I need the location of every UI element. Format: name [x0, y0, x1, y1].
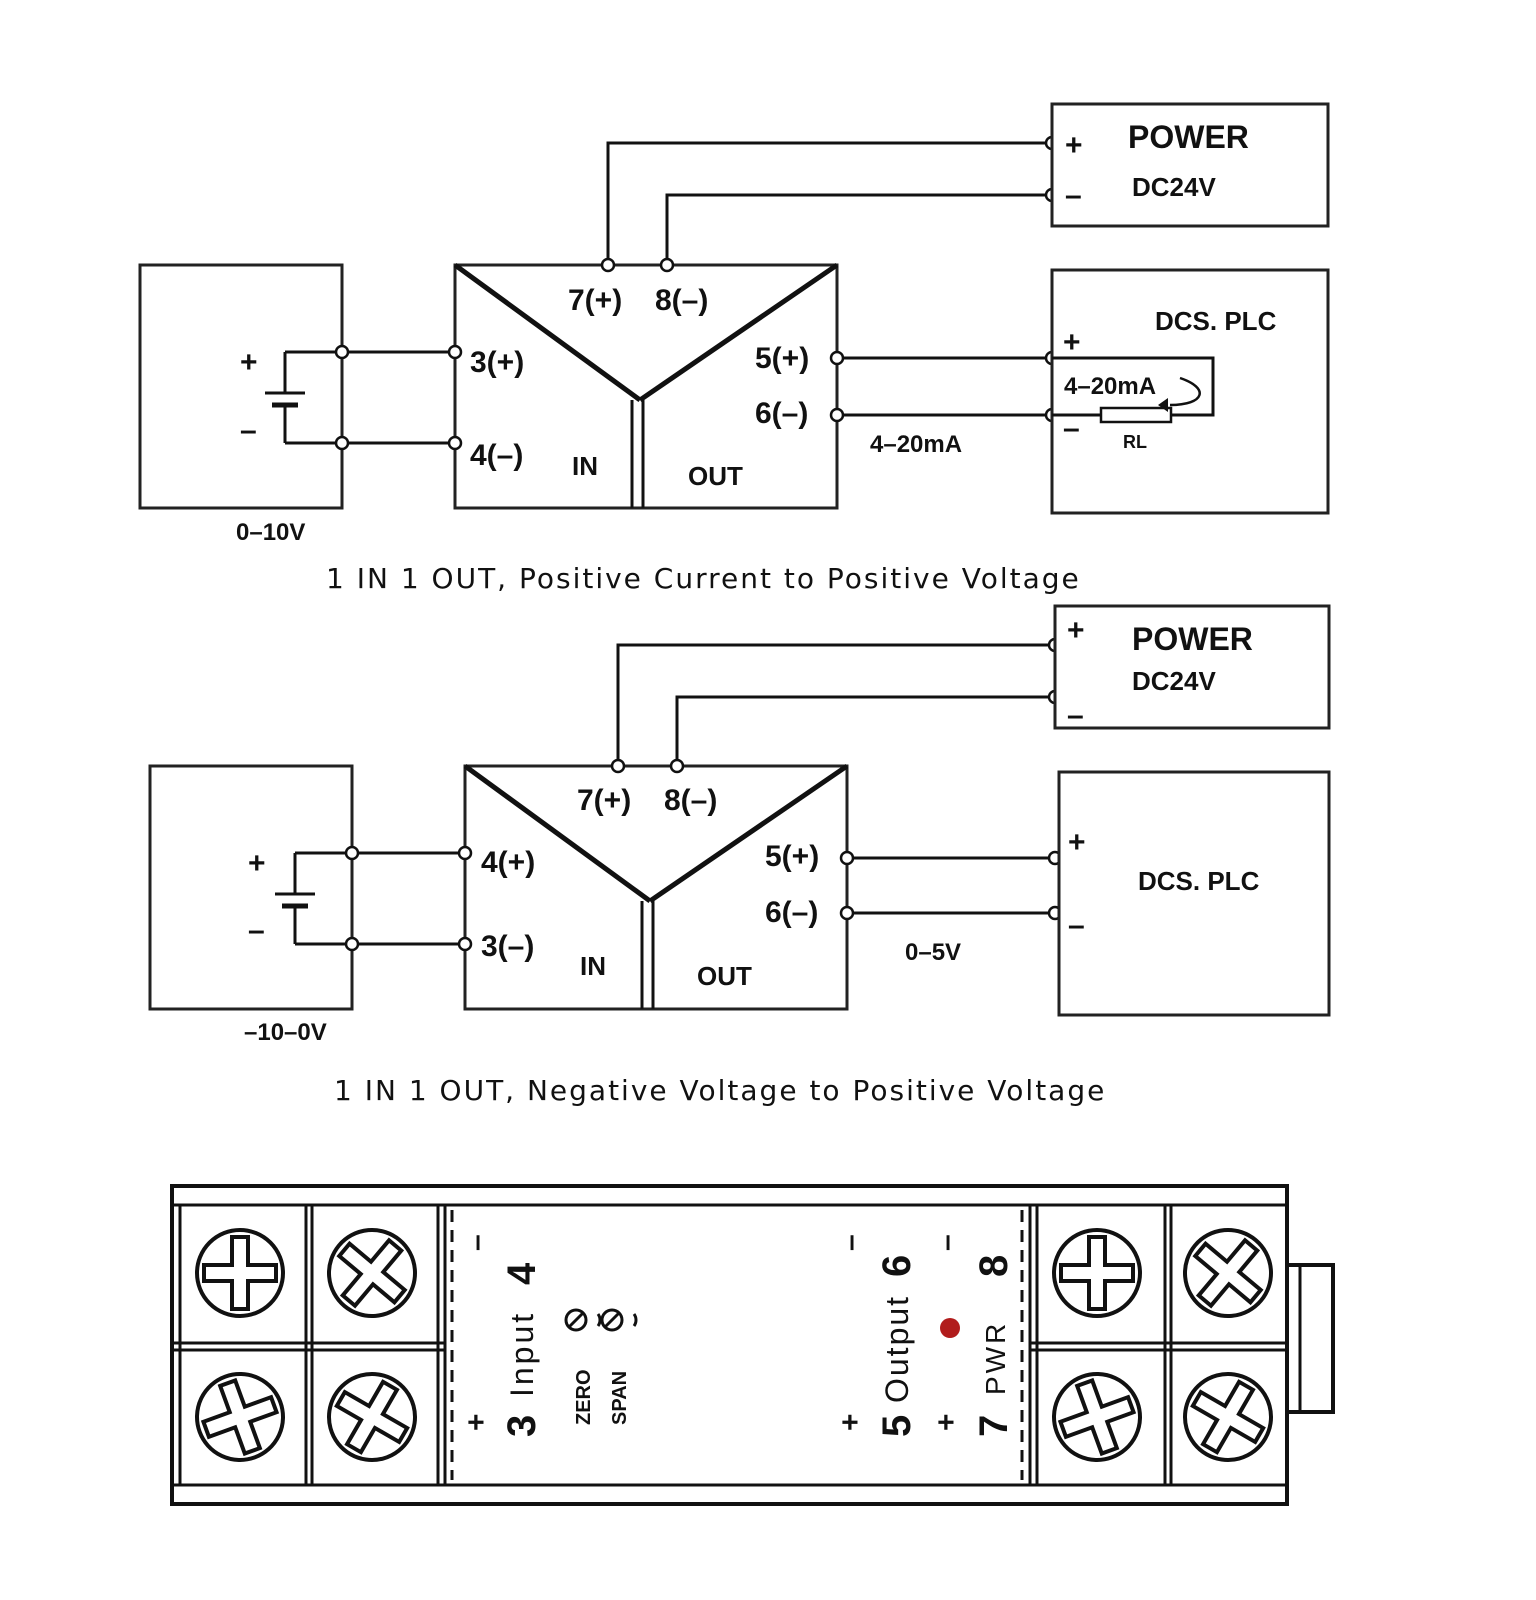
output-label: Output — [879, 1295, 915, 1403]
screw-terminal-8 — [1183, 1372, 1273, 1462]
source-box-2 — [148, 764, 354, 1011]
signal-label-1: 4–20mA — [870, 431, 962, 458]
power-title-1: POWER — [1128, 119, 1249, 155]
screw-terminal-2 — [327, 1228, 417, 1318]
source-range-2: –10–0V — [244, 1019, 327, 1046]
source-box-1 — [138, 263, 344, 510]
power-plus-1: + — [1065, 129, 1083, 162]
power-plus-2: + — [1067, 614, 1085, 647]
power-minus-1: – — [1065, 179, 1082, 212]
input-neg-label-1: 4(–) — [470, 439, 523, 472]
rail-clip — [1287, 1263, 1335, 1414]
power-title-2: POWER — [1132, 621, 1253, 657]
output-neg-label-2: 6(–) — [765, 896, 818, 929]
out-label-1: OUT — [688, 461, 743, 491]
battery-plus-1: + — [240, 346, 258, 379]
source-range-1: 0–10V — [236, 519, 305, 546]
plc-minus-2: – — [1068, 909, 1085, 942]
diagram-1: + – 0–10V 7(+) 8(–) 3(+) 4(–) 5(+) 6(–) … — [138, 102, 1330, 595]
pwr-label: PWR — [980, 1321, 1011, 1395]
screw-terminal-5 — [1052, 1228, 1142, 1318]
plc-title-1: DCS. PLC — [1155, 306, 1277, 336]
loop-label-1: 4–20mA — [1064, 373, 1156, 400]
pin7-label-1: 7(+) — [568, 284, 622, 317]
screw-terminal-7 — [1052, 1372, 1142, 1462]
pwr-minus-sign: – — [930, 1234, 963, 1251]
power-led-indicator — [940, 1318, 960, 1338]
pin8-label-2: 8(–) — [664, 784, 717, 817]
transmitter-module-2 — [463, 763, 849, 1011]
zero-potentiometer-icon[interactable] — [564, 1308, 602, 1332]
plc-plus-2: + — [1068, 826, 1086, 859]
terminal-block-right — [1028, 1205, 1287, 1485]
power-voltage-1: DC24V — [1132, 172, 1216, 202]
signal-label-2: 0–5V — [905, 939, 961, 966]
screw-terminal-1 — [195, 1228, 285, 1318]
transmitter-module-1 — [453, 262, 839, 510]
power-box-2 — [1053, 604, 1331, 730]
plc-box-1 — [1050, 268, 1330, 515]
pwr-plus-sign: + — [930, 1413, 963, 1431]
load-resistor-1 — [1099, 406, 1173, 424]
pin8-label-1: 8(–) — [655, 284, 708, 317]
input-minus-sign: – — [460, 1234, 493, 1251]
battery-minus-1: – — [240, 414, 257, 447]
input-pos-label-2: 4(+) — [481, 846, 535, 879]
terminal-8-label: 8 — [972, 1255, 1016, 1277]
caption-1: 1 IN 1 OUT, Positive Current to Positive… — [326, 562, 1081, 595]
output-pos-label-1: 5(+) — [755, 342, 809, 375]
input-neg-label-2: 3(–) — [481, 930, 534, 963]
battery-minus-2: – — [248, 914, 265, 947]
wires-2 — [352, 643, 1055, 946]
wires-1 — [342, 141, 1052, 445]
screw-terminal-3 — [195, 1372, 285, 1462]
output-minus-sign: – — [834, 1234, 867, 1251]
pin7-label-2: 7(+) — [577, 784, 631, 817]
zero-label: ZERO — [573, 1369, 595, 1425]
input-pos-label-1: 3(+) — [470, 346, 524, 379]
battery-symbol-2 — [275, 851, 352, 946]
output-pos-label-2: 5(+) — [765, 840, 819, 873]
terminal-6-label: 6 — [875, 1255, 919, 1277]
plc-title-2: DCS. PLC — [1138, 866, 1260, 896]
screw-terminal-4 — [327, 1372, 417, 1462]
screw-terminal-6 — [1183, 1228, 1273, 1318]
terminal-block-left — [172, 1205, 447, 1485]
output-plus-sign: + — [834, 1413, 867, 1431]
terminal-4-label: 4 — [500, 1262, 544, 1285]
power-box-1 — [1050, 102, 1330, 228]
load-label-1: RL — [1123, 432, 1147, 452]
din-rail-device: + – 3 Input 4 ZERO SPAN + – — [170, 1184, 1335, 1506]
plc-plus-1: + — [1063, 326, 1081, 359]
output-neg-label-1: 6(–) — [755, 397, 808, 430]
current-loop-1 — [1052, 356, 1215, 424]
caption-2: 1 IN 1 OUT, Negative Voltage to Positive… — [334, 1074, 1106, 1107]
terminal-5-label: 5 — [875, 1415, 919, 1437]
span-potentiometer-icon[interactable] — [600, 1308, 638, 1332]
plc-box-2 — [1057, 770, 1331, 1017]
power-minus-2: – — [1067, 699, 1084, 732]
plc-minus-1: – — [1063, 412, 1080, 445]
span-label: SPAN — [609, 1371, 631, 1425]
power-voltage-2: DC24V — [1132, 666, 1216, 696]
in-label-1: IN — [572, 451, 598, 481]
diagram-2: + – –10–0V 7(+) 8(–) 4(+) 3(–) 5(+) 6(–)… — [148, 604, 1331, 1107]
input-label: Input — [504, 1311, 540, 1397]
battery-symbol-1 — [265, 350, 342, 445]
in-label-2: IN — [580, 951, 606, 981]
terminal-3-label: 3 — [500, 1415, 544, 1437]
input-plus-sign: + — [460, 1413, 493, 1431]
out-label-2: OUT — [697, 961, 752, 991]
terminal-7-label: 7 — [972, 1415, 1016, 1437]
battery-plus-2: + — [248, 847, 266, 880]
